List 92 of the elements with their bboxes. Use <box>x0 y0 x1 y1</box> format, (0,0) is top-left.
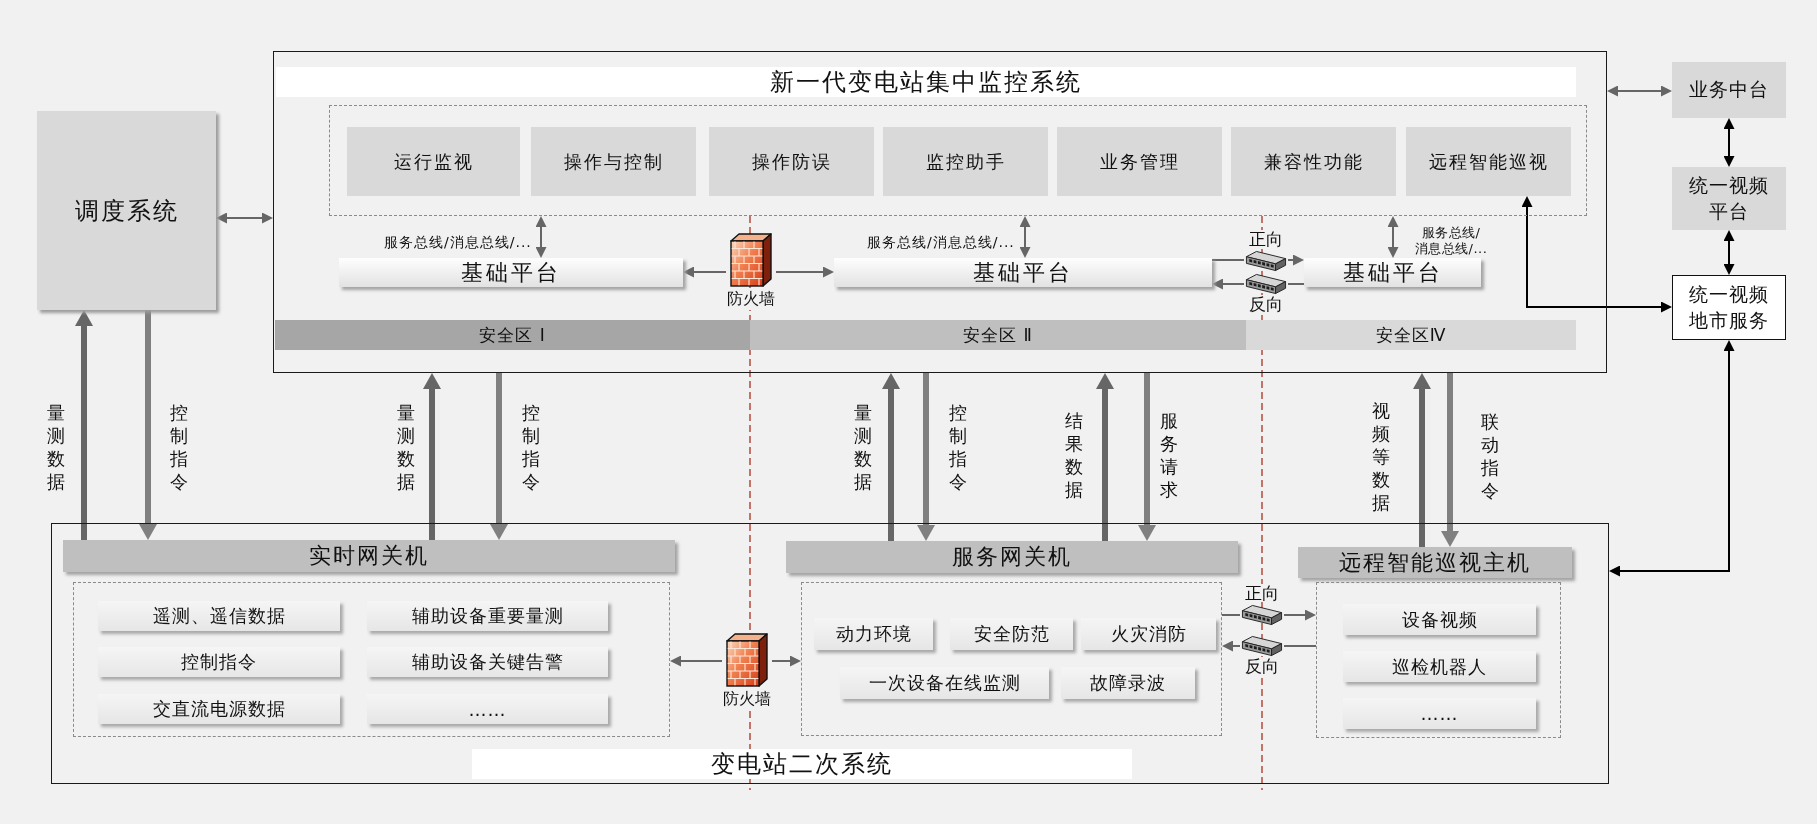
item-box: 辅助设备关键告警 <box>367 647 608 677</box>
dashed-group-box <box>801 582 1222 736</box>
arrow <box>683 266 727 278</box>
item-box: 火灾消防 <box>1081 618 1216 650</box>
arrow <box>1222 640 1241 652</box>
platform-bar: 基础平台 <box>834 258 1212 287</box>
double-arrow <box>216 212 273 224</box>
arrow <box>670 655 723 667</box>
function-box: 监控助手 <box>883 127 1048 196</box>
title-band: 变电站二次系统 <box>472 749 1132 779</box>
edge-label: 结果数据 <box>1064 409 1084 501</box>
double-arrow <box>1609 340 1735 577</box>
zone-band: 安全区 Ⅱ <box>750 320 1246 350</box>
platform-bar: 基础平台 <box>339 258 683 287</box>
arrow <box>490 373 508 540</box>
system-frame <box>51 523 1609 784</box>
function-box: 远程智能巡视 <box>1406 127 1571 196</box>
dashed-group-box <box>73 582 670 737</box>
edge-label: 量测数据 <box>853 401 873 493</box>
system-frame <box>273 51 1607 373</box>
function-box: 业务管理 <box>1057 127 1222 196</box>
item-box: 控制指令 <box>98 647 340 677</box>
edge-label: 量测数据 <box>46 401 66 493</box>
connector-line <box>1211 259 1245 261</box>
header-bar: 实时网关机 <box>63 540 675 572</box>
service-box: 统一视频地市服务 <box>1672 275 1786 340</box>
double-arrow <box>1607 85 1672 97</box>
icon-label: 正向 <box>1245 584 1279 602</box>
arrow <box>775 266 834 278</box>
item-box: 故障录波 <box>1061 667 1195 699</box>
item-box: 设备视频 <box>1343 604 1536 635</box>
arrow <box>917 373 935 541</box>
double-arrow <box>1019 216 1031 258</box>
arrow <box>75 310 93 540</box>
edge-label: 量测数据 <box>396 401 416 493</box>
icon-label: 正向 <box>1249 230 1283 248</box>
arrow <box>882 373 900 541</box>
icon-label: 防火墙 <box>723 688 771 710</box>
service-box: 业务中台 <box>1672 62 1786 118</box>
item-box: 动力环境 <box>814 618 933 650</box>
zone-band: 安全区Ⅳ <box>1246 320 1576 350</box>
item-box: 一次设备在线监测 <box>840 667 1049 699</box>
double-arrow <box>535 216 547 258</box>
item-box: 安全防范 <box>950 618 1073 650</box>
icon-label: 反向 <box>1245 657 1279 675</box>
icon-label: 反向 <box>1249 295 1283 313</box>
arrow <box>1138 373 1156 541</box>
function-box: 操作防误 <box>709 127 874 196</box>
edge-label: 联动指令 <box>1480 410 1500 502</box>
zone-band: 安全区 Ⅰ <box>275 320 750 350</box>
arrow <box>1096 373 1114 541</box>
edge-label: 服务总线/消息总线/... <box>1413 225 1489 257</box>
connector-line <box>1283 645 1317 647</box>
edge-label: 服务总线/消息总线/... <box>384 233 532 251</box>
item-box: …… <box>1343 698 1536 729</box>
connector-line <box>1221 614 1241 616</box>
dashed-group-box <box>329 105 1587 216</box>
edge-label: 服务总线/消息总线/... <box>867 233 1015 251</box>
arrow <box>1287 254 1304 266</box>
edge-label: 视频等数据 <box>1371 398 1391 514</box>
double-arrow <box>1723 118 1735 167</box>
arrow <box>139 310 157 540</box>
connector-line <box>1287 283 1305 285</box>
edge-label: 控制指令 <box>169 401 189 493</box>
item-box: 巡检机器人 <box>1343 651 1536 682</box>
item-box: …… <box>367 694 608 724</box>
header-bar: 远程智能巡视主机 <box>1298 547 1572 578</box>
icon-label: 防火墙 <box>727 288 775 310</box>
service-box: 统一视频平台 <box>1672 167 1786 230</box>
arrow <box>1283 609 1316 621</box>
dashed-group-box <box>1316 582 1561 738</box>
platform-bar: 基础平台 <box>1304 258 1481 287</box>
header-bar: 服务网关机 <box>786 541 1238 573</box>
double-arrow <box>1521 196 1672 313</box>
function-box: 兼容性功能 <box>1231 127 1396 196</box>
function-box: 运行监视 <box>347 127 520 196</box>
double-arrow <box>1723 230 1735 275</box>
system-box: 调度系统 <box>37 111 216 310</box>
edge-label: 服务请求 <box>1159 409 1179 501</box>
item-box: 交直流电源数据 <box>98 694 340 724</box>
arrow <box>1413 373 1431 547</box>
item-box: 遥测、遥信数据 <box>98 601 340 631</box>
title-band: 新一代变电站集中监控系统 <box>276 67 1576 97</box>
arrow <box>1212 278 1245 290</box>
edge-label: 控制指令 <box>948 401 968 493</box>
arrow <box>423 373 441 540</box>
edge-label: 控制指令 <box>521 401 541 493</box>
item-box: 辅助设备重要量测 <box>367 601 608 631</box>
arrow <box>1441 373 1459 547</box>
double-arrow <box>1387 216 1399 258</box>
arrow <box>771 655 801 667</box>
function-box: 操作与控制 <box>531 127 696 196</box>
